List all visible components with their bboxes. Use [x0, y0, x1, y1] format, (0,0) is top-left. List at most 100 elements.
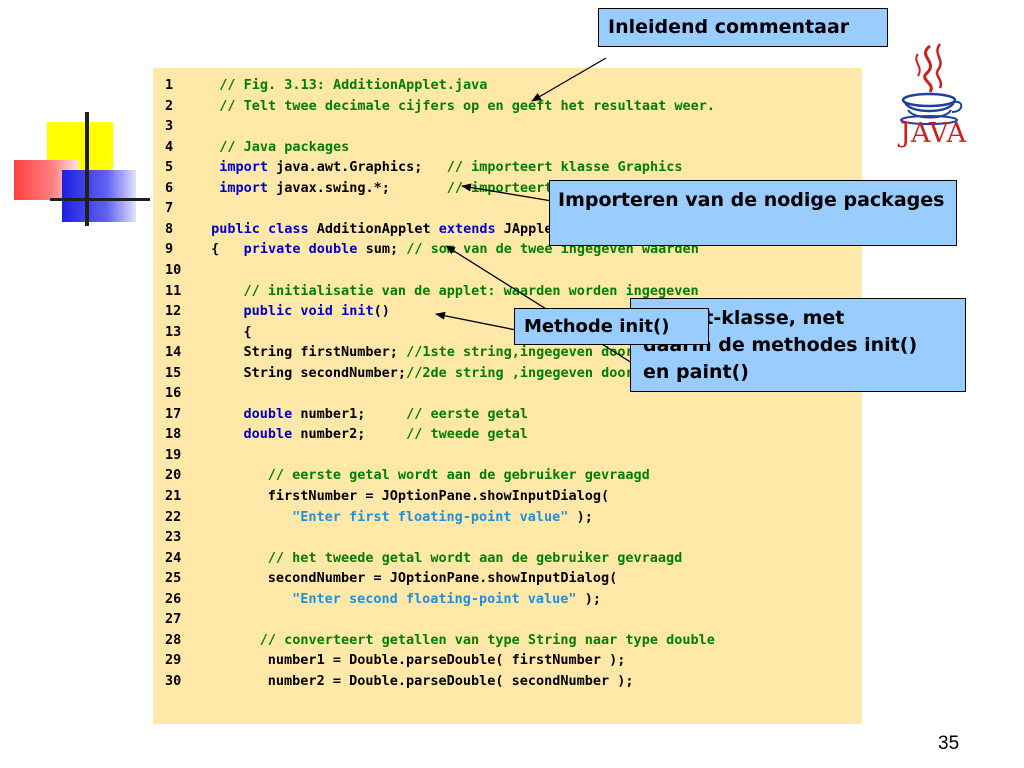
- line-number: 6: [165, 179, 174, 196]
- code-line: 8 public class AdditionApplet extends JAp…: [153, 219, 862, 239]
- code-token: javax.swing.*;: [267, 179, 447, 196]
- line-number: 17: [165, 405, 182, 422]
- line-number: 8: [165, 220, 174, 237]
- line-number: 12: [165, 303, 182, 320]
- code-token: number1 = Double.parseDouble( firstNumbe…: [267, 652, 626, 669]
- code-token: private: [243, 241, 301, 258]
- decorative-vertical-line: [85, 112, 89, 226]
- line-number: 2: [165, 97, 174, 114]
- code-token: String secondNumber;: [243, 364, 407, 381]
- decorative-blue-block: [62, 170, 136, 222]
- line-number: 30: [165, 672, 182, 689]
- code-text: // Telt twee decimale cijfers op en geef…: [219, 96, 715, 116]
- code-text: double number1; // eerste getal: [244, 404, 529, 424]
- line-number: 19: [165, 446, 182, 463]
- code-token: // Fig. 3.13: AdditionApplet.java: [219, 77, 488, 93]
- line-number: 15: [165, 364, 182, 381]
- code-token: (): [373, 303, 390, 320]
- code-token: firstNumber = JOptionPane.showInputDialo…: [267, 488, 610, 504]
- code-token: double: [243, 426, 293, 443]
- code-token: sum;: [357, 241, 407, 258]
- line-number: 3: [165, 118, 174, 135]
- code-token: // eerste getal wordt aan de gebruiker g…: [267, 467, 650, 484]
- code-token: void: [300, 303, 333, 320]
- code-token: secondNumber = JOptionPane.showInputDial…: [267, 570, 618, 587]
- code-line: 21 firstNumber = JOptionPane.showInputDia…: [153, 486, 862, 506]
- code-token: );: [576, 590, 601, 607]
- line-number: 25: [165, 570, 182, 587]
- code-line: 2 // Telt twee decimale cijfers op en gee…: [153, 96, 862, 116]
- code-token: [260, 221, 268, 237]
- code-text: // Java packages: [219, 137, 349, 157]
- line-number: 7: [165, 200, 174, 217]
- code-line: 12 public void init(): [153, 301, 862, 321]
- code-token: // importeert klasse Graphics: [446, 159, 683, 176]
- code-text: public class AdditionApplet extends JApp…: [211, 219, 577, 239]
- code-line: 5 import java.awt.Graphics; // importeert…: [153, 157, 862, 177]
- code-line: 10: [153, 260, 862, 280]
- line-number: 18: [165, 426, 182, 443]
- line-number: 11: [165, 282, 182, 299]
- line-number: 14: [165, 344, 182, 361]
- code-line: 28 // converteert getallen van type Strin…: [153, 630, 862, 650]
- callout-importeren-packages: Importeren van de nodige packages: [549, 180, 957, 246]
- line-number: 22: [165, 508, 182, 525]
- line-number: 28: [165, 631, 182, 648]
- code-text: // eerste getal wordt aan de gebruiker g…: [268, 465, 650, 485]
- line-number: 4: [165, 138, 174, 155]
- code-token: [301, 241, 309, 257]
- code-token: // initialisatie van de applet: waarden …: [243, 282, 699, 299]
- line-number: 13: [165, 323, 182, 340]
- code-token: );: [568, 508, 593, 525]
- line-number: 16: [165, 385, 182, 402]
- line-number: 10: [165, 261, 182, 278]
- code-text: public void init(): [244, 301, 390, 321]
- code-text: // Fig. 3.13: AdditionApplet.java: [219, 75, 487, 95]
- line-number: 9: [165, 241, 174, 258]
- code-token: // Telt twee decimale cijfers op en geef…: [219, 97, 715, 114]
- code-token: "Enter first floating-point value": [292, 508, 569, 525]
- code-token: extends: [438, 220, 496, 237]
- code-token: // converteert getallen van type String …: [259, 631, 715, 648]
- code-line: 25 secondNumber = JOptionPane.showInputDi…: [153, 568, 862, 588]
- code-token: number2;: [292, 426, 407, 443]
- code-text: "Enter second floating-point value" );: [292, 589, 601, 609]
- code-text: // het tweede getal wordt aan de gebruik…: [268, 548, 683, 568]
- code-text: "Enter first floating-point value" );: [292, 507, 593, 527]
- code-line: 30 number2 = Double.parseDouble( secondNu…: [153, 671, 862, 691]
- code-token: // Java packages: [219, 138, 350, 155]
- code-token: [333, 303, 341, 319]
- callout-applet-klasse: Applet-klasse, met daarin de methodes in…: [630, 298, 966, 392]
- code-text: secondNumber = JOptionPane.showInputDial…: [268, 568, 618, 588]
- line-number: 26: [165, 590, 182, 607]
- java-coffee-cup-icon: [900, 43, 963, 125]
- code-token: public: [211, 220, 260, 237]
- code-line: 13{: [153, 322, 862, 342]
- decorative-horizontal-line: [50, 198, 150, 201]
- code-token: AdditionApplet: [308, 220, 439, 237]
- code-line: 18 double number2; // tweede getal: [153, 424, 862, 444]
- line-number: 23: [165, 529, 182, 546]
- code-token: {: [211, 241, 244, 258]
- code-token: init: [341, 303, 374, 320]
- code-text: // converteert getallen van type String …: [260, 630, 715, 650]
- code-line: 27: [153, 609, 862, 629]
- code-text: number2 = Double.parseDouble( secondNumb…: [268, 671, 634, 691]
- code-text: import java.awt.Graphics; // importeert …: [219, 157, 682, 177]
- code-token: double: [308, 241, 358, 258]
- code-token: // tweede getal: [406, 426, 528, 443]
- code-token: double: [243, 405, 293, 422]
- code-line: 17 double number1; // eerste getal: [153, 404, 862, 424]
- line-number: 21: [165, 488, 182, 504]
- code-token: number1;: [292, 405, 407, 422]
- code-line: 22 "Enter first floating-point value" );: [153, 507, 862, 527]
- code-line: 7: [153, 198, 862, 218]
- code-token: class: [268, 220, 309, 237]
- java-logo-text: JAVA: [900, 118, 967, 149]
- line-number: 5: [165, 159, 174, 176]
- code-token: // eerste getal: [406, 405, 528, 422]
- code-line: 23: [153, 527, 862, 547]
- code-token: public: [243, 303, 293, 320]
